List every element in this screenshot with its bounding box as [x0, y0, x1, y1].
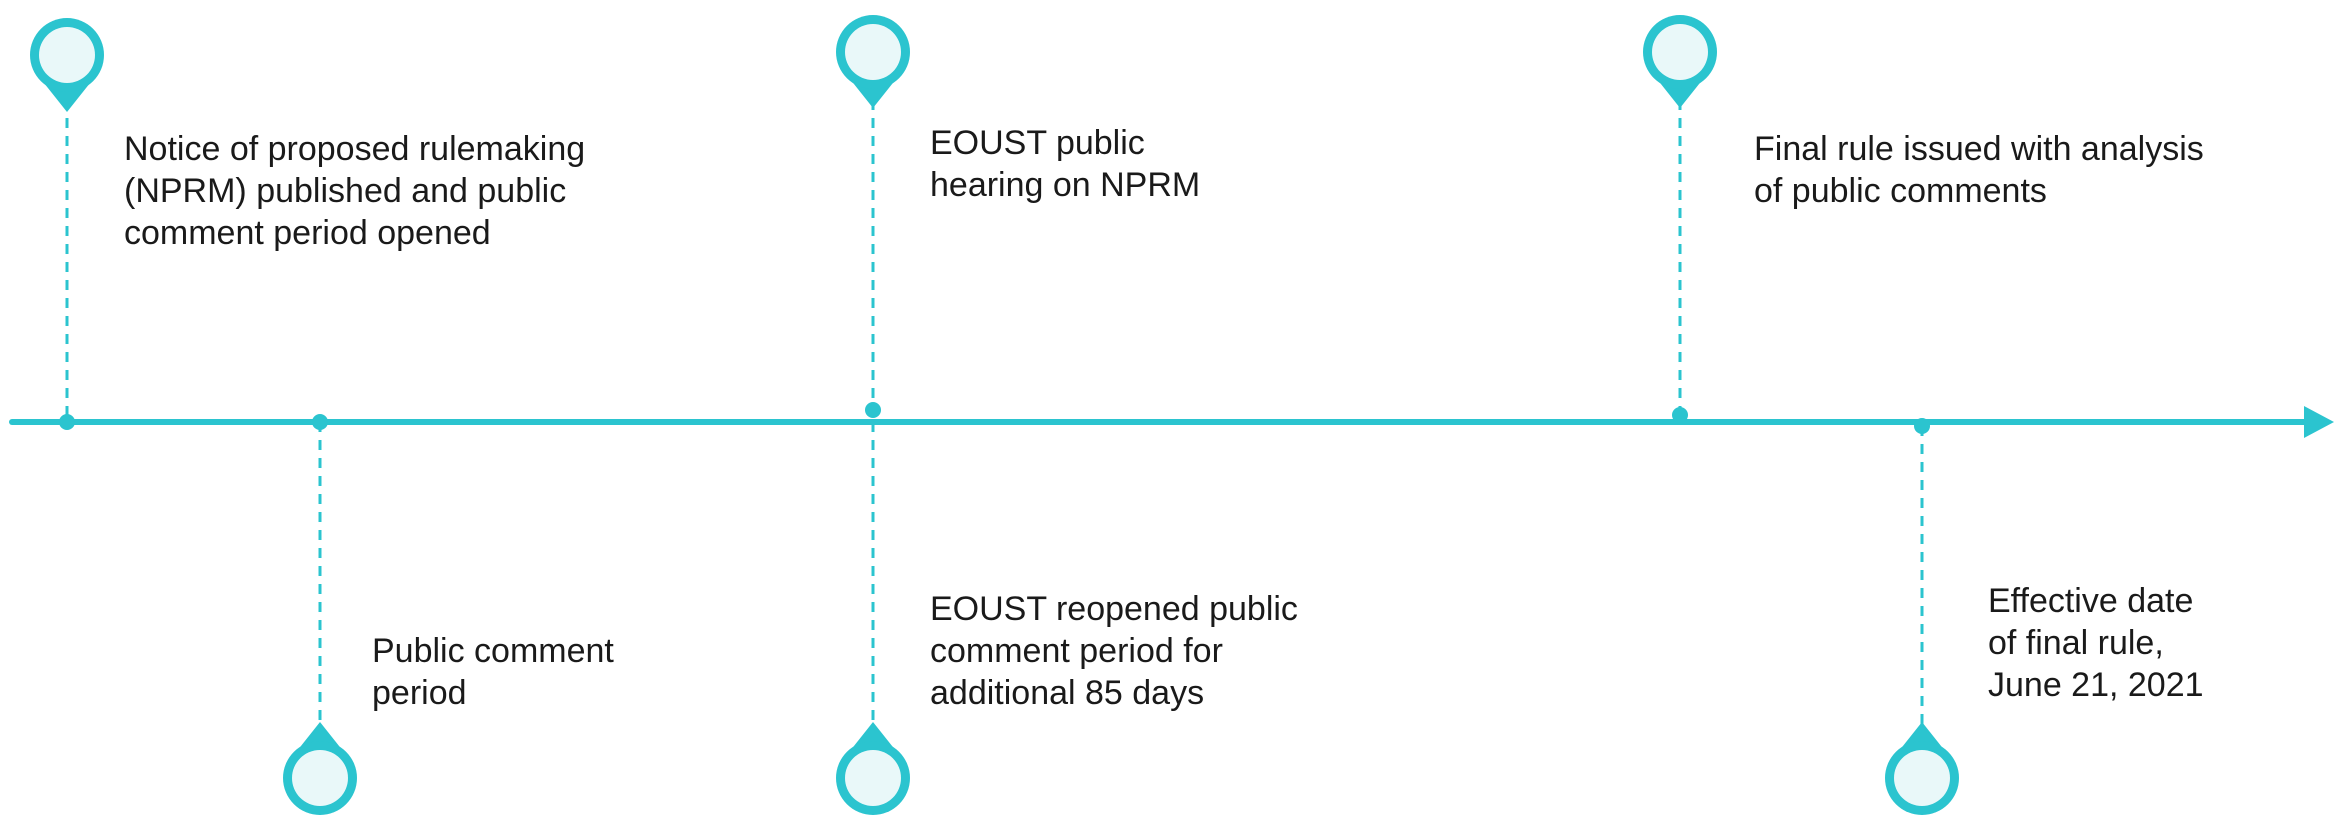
event-nprm-published	[30, 18, 104, 430]
pin-marker-icon	[836, 722, 910, 815]
event-public-comment-period	[283, 414, 357, 815]
pin-marker-icon	[283, 722, 357, 815]
axis-dot	[59, 414, 75, 430]
event-label-effective-date: Effective date of final rule, June 21, 2…	[1988, 582, 2204, 704]
event-label-final-rule-issued: Final rule issued with analysis of publi…	[1754, 130, 2204, 210]
event-public-hearing	[836, 15, 910, 418]
event-label-public-comment-period: Public comment period	[372, 632, 614, 712]
axis-dot	[312, 414, 328, 430]
event-label-public-hearing: EOUST public hearing on NPRM	[930, 124, 1201, 204]
event-label-nprm-published: Notice of proposed rulemaking (NPRM) pub…	[124, 130, 586, 252]
axis-dot	[1914, 418, 1930, 434]
pin-marker-icon	[30, 18, 104, 112]
pin-marker-icon	[836, 15, 910, 108]
event-reopened-comment-period	[836, 422, 910, 815]
event-final-rule-issued	[1643, 15, 1717, 423]
event-effective-date	[1885, 418, 1959, 815]
timeline-arrowhead	[2304, 406, 2334, 438]
event-label-reopened-comment-period: EOUST reopened public comment period for…	[930, 590, 1298, 712]
axis-dot	[865, 402, 881, 418]
axis-dot	[1672, 407, 1688, 423]
pin-marker-icon	[1643, 15, 1717, 108]
pin-marker-icon	[1885, 722, 1959, 815]
